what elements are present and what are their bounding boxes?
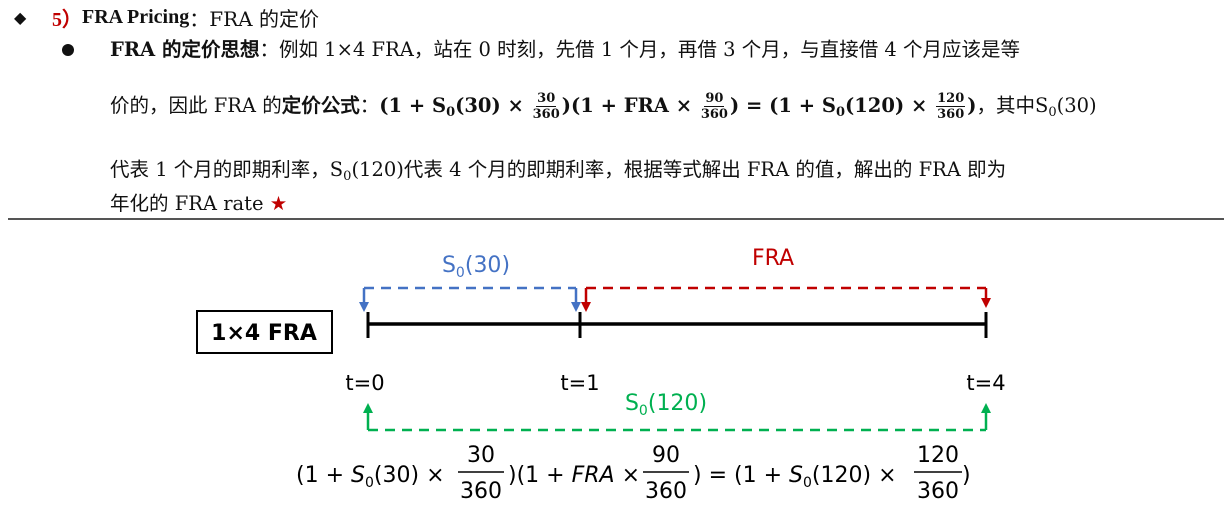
arrow-down-red-icon [581,302,591,312]
bottom-formula: (1 + S0(30) × 30 360 )(1 + FRA × 90 360 … [296,443,971,504]
star-icon: ★ [269,192,288,215]
fra-bracket [584,286,988,304]
s0-30-bracket [362,286,578,304]
s0-120-bracket [366,410,988,432]
para-line2-after: ，其中S [976,94,1049,117]
svg-text:30: 30 [467,443,495,468]
s0-30-label: S0(30) [442,253,510,281]
s0-120-label: S0(120) [625,391,707,419]
svg-text:) = (1 + S0(120) ×: ) = (1 + S0(120) × [693,463,897,491]
diamond-bullet-icon: ◆ [14,7,27,27]
fra-label-text: 1×4 FRA [211,321,317,346]
para-line4-text: 年化的 FRA rate [110,192,270,215]
svg-text:90: 90 [652,443,680,468]
label-t4: t=4 [966,371,1005,395]
formula-label: 定价公式 [281,94,360,117]
arrow-down-red-icon-2 [981,298,991,308]
label-t0: t=0 [345,371,384,395]
section-number: 5） [52,8,82,31]
svg-text:360: 360 [917,479,959,504]
paragraph-line-1: FRA 的定价思想：例如 1×4 FRA，站在 0 时刻，先借 1 个月，再借 … [110,36,1220,64]
arrow-down-blue-icon-2 [571,302,581,312]
para-line2-colon: ： [359,94,380,117]
subscript-0-b: 0 [343,169,352,184]
fra-label-box [196,310,333,354]
paragraph-line-3: 代表 1 个月的即期利率，S0(120)代表 4 个月的即期利率，根据等式解出 … [110,156,1220,191]
svg-text:(1 + S0(30) ×: (1 + S0(30) × [296,463,445,491]
para-line3-text-a: 代表 1 个月的即期利率，S [110,158,344,181]
section-title-sep: ： [189,6,210,31]
arrow-up-green-icon-2 [981,403,991,413]
para-line2-text: 价的，因此 FRA 的 [110,94,282,117]
svg-text:): ) [962,463,971,488]
section-heading: ◆ 5） FRA Pricing ： FRA 的定价 [14,4,319,31]
paragraph-line-4: 年化的 FRA rate ★ [110,190,1220,218]
svg-text:)(1 + FRA ×: )(1 + FRA × [508,463,640,488]
arrow-up-green-icon [363,403,373,413]
para-colon: ： [259,38,279,61]
section-title-en: FRA Pricing [82,5,190,28]
svg-text:360: 360 [460,479,502,504]
round-bullet-icon [62,44,74,56]
para-label: FRA 的定价思想 [110,38,260,61]
label-t1: t=1 [560,371,599,395]
svg-text:360: 360 [645,479,687,504]
subscript-0: 0 [1048,105,1057,120]
para-line3-text-b: (120)代表 4 个月的即期利率，根据等式解出 FRA 的值，解出的 FRA … [351,158,1007,181]
para-line1-text: 例如 1×4 FRA，站在 0 时刻，先借 1 个月，再借 3 个月，与直接借 … [278,38,1021,61]
fra-timeline-diagram: 1×4 FRA t=0 t=1 t=4 S0(30) FRA S0(120) (… [196,246,1006,504]
fra-label: FRA [752,246,794,271]
svg-text:120: 120 [917,443,959,468]
divider [8,218,1224,220]
arrow-down-blue-icon [359,302,369,312]
section-title-cn: FRA 的定价 [209,6,319,31]
para-line2-tail: (30) [1056,94,1097,117]
